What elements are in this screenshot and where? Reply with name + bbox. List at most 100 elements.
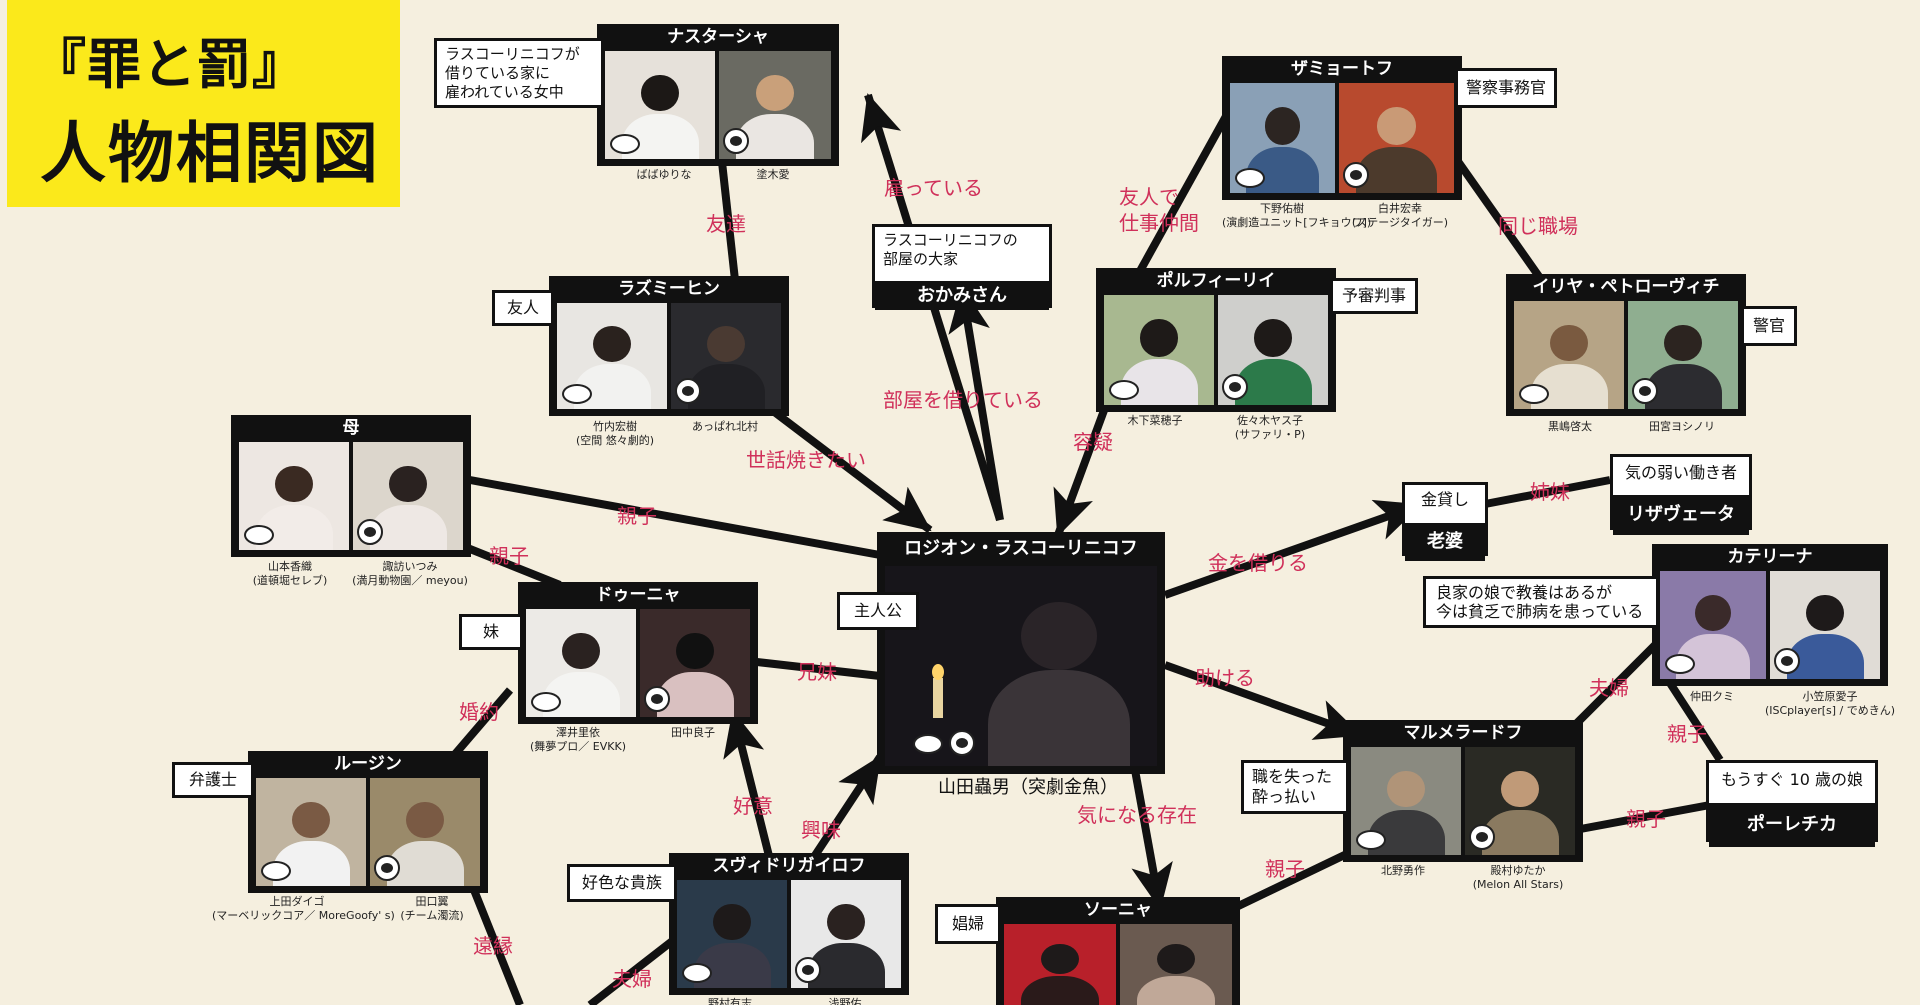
actor-name: 山本香織(道頓堀セレブ): [252, 560, 328, 587]
edge-marmeladov-sonya: [1228, 846, 1357, 914]
cast-a-icon: [913, 734, 943, 754]
protagonist-photo: [885, 566, 1157, 766]
cast-a-icon: [1665, 654, 1695, 674]
actor-name: 殿村ゆたか(Melon All Stars): [1472, 864, 1564, 891]
actor-photo: [1465, 747, 1575, 855]
actor-photo: [526, 609, 636, 717]
role-svidrigailov: 好色な貴族: [567, 864, 677, 902]
actor-name: 竹内宏樹(空間 悠々劇的): [575, 420, 655, 447]
actor-photo: [605, 51, 715, 159]
box-polechka: もうすぐ 10 歳の娘 ポーレチカ: [1706, 760, 1878, 847]
rel-meddle: 世話焼きたい: [746, 448, 866, 472]
role-ilya: 警官: [1741, 306, 1797, 346]
actor-photo: [256, 778, 366, 886]
actor-name: 野村有志: [708, 997, 752, 1005]
character-name: ルージン: [334, 754, 402, 774]
cast-a-icon: [1109, 380, 1139, 400]
arrow-svidrigailov-raskolnikov: [808, 754, 884, 863]
card-porfiry: ポルフィーリイ: [1096, 268, 1336, 412]
actor-name: 浅野佑: [828, 997, 862, 1005]
character-name: マルメラードフ: [1403, 723, 1523, 743]
role-razumikhin: 友人: [492, 290, 554, 326]
card-raskolnikov[interactable]: ロジオン・ラスコーリニコフ: [877, 532, 1165, 774]
rel-married-2: 夫婦: [612, 967, 652, 991]
cast-a-icon: [261, 861, 291, 881]
cast-b-icon: [723, 128, 749, 154]
arrow-raskolnikov-sonya: [1131, 769, 1173, 910]
cast-b-icon: [675, 378, 701, 404]
actor-name: ばばゆりな: [636, 168, 692, 181]
role-porfiry: 予審判事: [1330, 278, 1418, 314]
character-name: カテリーナ: [1727, 547, 1813, 567]
polechka-desc: もうすぐ 10 歳の娘: [1720, 770, 1864, 789]
role-sonya: 娼婦: [935, 904, 1001, 944]
edge-katerina-polechka: [1664, 677, 1724, 763]
cast-b-icon: [374, 855, 400, 881]
character-name: ソーニャ: [1084, 900, 1152, 920]
edge-pawnbroker-lizaveta: [1479, 476, 1611, 509]
desc-landlady: ラスコーリニコフの 部屋の大家: [883, 231, 1018, 268]
card-luzhin: ルージン: [248, 751, 488, 893]
card-marmeladov: マルメラードフ: [1343, 720, 1583, 862]
candle-icon: [933, 678, 943, 718]
actor-photo: [353, 442, 463, 550]
rel-distant-relative: 遠縁: [473, 934, 513, 958]
flame-icon: [932, 664, 944, 680]
cast-a-icon: [1356, 830, 1386, 850]
cast-b-icon: [795, 957, 821, 983]
actor-name: 木下菜穂子: [1127, 414, 1183, 427]
box-landlady: ラスコーリニコフの 部屋の大家 おかみさん: [872, 224, 1052, 310]
edge-marmeladov-polechka: [1574, 801, 1711, 834]
actor-photo: [1120, 924, 1232, 1005]
actor-name: 下野佑樹(演劇造ユニット[フキョウワ]): [1222, 202, 1372, 229]
card-ilya: イリヤ・ペトローヴィチ: [1506, 274, 1746, 416]
rel-parent-child-2: 親子: [489, 544, 529, 568]
title-line2: 人物相関図: [40, 115, 380, 192]
cast-a-icon: [610, 134, 640, 154]
cast-a-icon: [244, 525, 274, 545]
desc-nastasya: ラスコーリニコフが 借りている家に 雇われている女中: [434, 38, 604, 108]
actor-photo: [671, 303, 781, 409]
actor-photo: [1339, 83, 1454, 193]
character-name: ロジオン・ラスコーリニコフ: [904, 538, 1138, 559]
actor-photo: [1770, 571, 1880, 679]
edge-dunya-luzhin: [446, 687, 514, 763]
rel-siblings: 兄妹: [797, 660, 837, 684]
desc-katerina: 良家の娘で教養はあるが 今は貧乏で肺病を患っている: [1423, 576, 1659, 628]
box-lizaveta: 気の弱い働き者 リザヴェータ: [1610, 454, 1752, 535]
actor-name: 黒嶋啓太: [1548, 420, 1592, 433]
role-zamyotov: 警察事務官: [1455, 68, 1557, 108]
actor-name: 田中良子: [671, 726, 715, 739]
edge-marmeladov-katerina: [1572, 637, 1663, 728]
rel-fondness: 好意: [733, 794, 773, 818]
character-name: ラズミーヒン: [618, 279, 720, 299]
rel-friend-coworker: 友人で 仕事仲間: [1119, 185, 1199, 235]
cast-b-icon: [1774, 648, 1800, 674]
cast-a-icon: [562, 384, 592, 404]
actor-name: あっぱれ北村: [692, 420, 758, 433]
name-landlady: おかみさん: [875, 281, 1049, 310]
actor-photo: [1104, 295, 1214, 405]
cast-b-icon: [1632, 378, 1658, 404]
actor-photo: [791, 880, 901, 988]
actor-name: 佐々木ヤス子(サファリ・P): [1234, 414, 1306, 441]
actor-name: 田口翼(チーム濁流): [400, 895, 464, 922]
actor-name: 塗木愛: [756, 168, 790, 181]
actor-name: 田宮ヨシノリ: [1649, 420, 1715, 433]
actor-photo: [239, 442, 349, 550]
lizaveta-desc: 気の弱い働き者: [1624, 463, 1737, 482]
edge-mother-raskolnikov: [469, 476, 881, 559]
rel-parent-child-4: 親子: [1626, 807, 1666, 831]
character-name: スヴィドリガイロフ: [712, 856, 866, 876]
cast-b-icon: [949, 730, 975, 756]
protagonist-actor: 山田蟲男（突劇金魚）: [938, 777, 1118, 798]
actor-photo: [677, 880, 787, 988]
actor-photo: [1004, 924, 1116, 1005]
title-line1: 『罪と罰』: [32, 33, 307, 96]
character-name: 母: [342, 418, 360, 438]
cast-a-icon: [1519, 384, 1549, 404]
card-razumikhin: ラズミーヒン: [549, 276, 789, 416]
card-nastasya: ナスターシャ: [597, 24, 839, 166]
